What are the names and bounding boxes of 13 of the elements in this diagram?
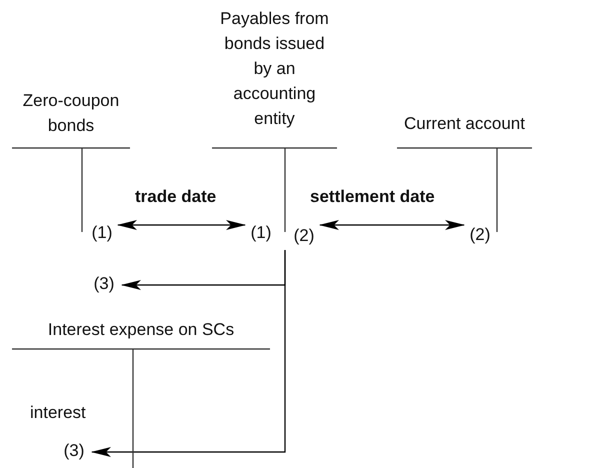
entry-number: (2) — [290, 225, 318, 247]
account-title: Interest expense on SCs — [46, 319, 236, 341]
account-title: Payables from bonds issued by an accounting entity — [219, 8, 330, 130]
entry-number: (3) — [90, 273, 118, 295]
entry-number: (3) — [60, 440, 88, 462]
entry-number: (2) — [466, 224, 494, 246]
account-title: Zero-coupon bonds — [22, 90, 120, 137]
arrow — [91, 250, 286, 457]
entry-number: (1) — [247, 222, 275, 244]
entry-number: (1) — [88, 222, 116, 244]
arrow — [319, 220, 465, 230]
arrow — [117, 220, 246, 230]
account-title: Current account — [403, 113, 526, 135]
